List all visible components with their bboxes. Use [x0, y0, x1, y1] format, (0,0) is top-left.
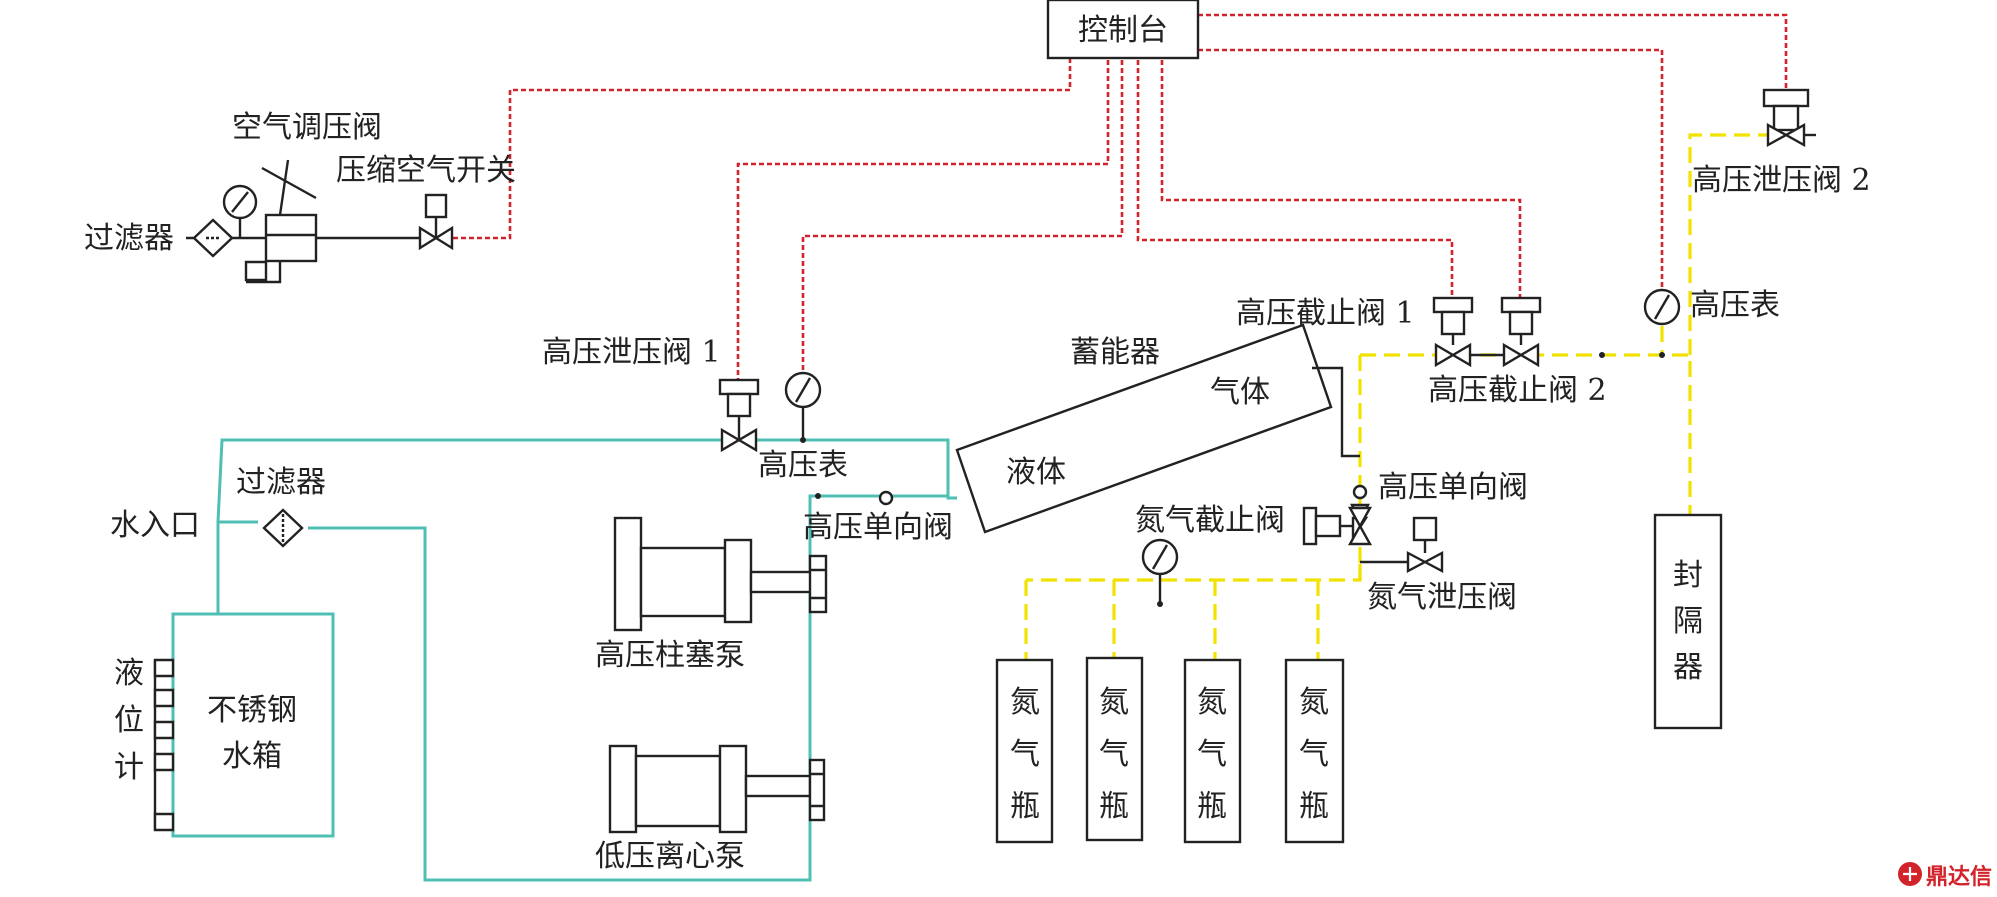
watermark-text: 鼎达信 [1926, 864, 1992, 890]
n2-shutoff-label: 氮气截止阀 [1135, 503, 1285, 538]
centrifugal-pump-label: 低压离心泵 [595, 839, 745, 874]
junction-dots [800, 352, 1665, 607]
plunger-pump-label: 高压柱塞泵 [595, 638, 745, 673]
water-inlet-label: 水入口 [110, 508, 200, 543]
hp-relief-2-label: 高压泄压阀 2 [1692, 163, 1871, 198]
n2-shutoff-valve: 氮气截止阀 [1135, 503, 1373, 546]
isolator-char-1: 封 [1673, 558, 1703, 593]
water-lines [171, 438, 957, 882]
n2-bottle-1-char-1: 氮 [1010, 685, 1040, 720]
hp-plunger-pump: 高压柱塞泵 [595, 516, 828, 673]
hp-check-valve-right: 高压单向阀 [1350, 470, 1528, 543]
n2-pressure-gauge [1141, 538, 1179, 604]
n2-bottle-4-char-3: 瓶 [1299, 789, 1329, 824]
hp-relief-valve-2: 高压泄压阀 2 [1692, 88, 1871, 198]
n2-bottle-2-char-3: 瓶 [1099, 789, 1129, 824]
water-filter-label: 过滤器 [236, 465, 326, 500]
hp-shutoff-valve-1: 高压截止阀 1 [1236, 296, 1474, 368]
accumulator-liquid-label: 液体 [1006, 455, 1066, 490]
n2-bottle-3-char-3: 瓶 [1197, 789, 1227, 824]
level-gauge-char-3: 计 [114, 750, 144, 785]
hp-relief-1-label: 高压泄压阀 1 [542, 335, 721, 370]
console-box: 控制台 [1046, 0, 1200, 60]
n2-bottle-1-char-2: 气 [1010, 737, 1040, 772]
n2-bottle-2-char-1: 氮 [1099, 685, 1129, 720]
hp-shutoff-2-label: 高压截止阀 2 [1428, 373, 1607, 408]
n2-relief-label: 氮气泄压阀 [1367, 580, 1517, 615]
isolator: 封 隔 器 [1653, 513, 1723, 730]
tank-label-line-2: 水箱 [222, 739, 282, 774]
n2-relief-valve: 氮气泄压阀 [1360, 516, 1517, 615]
lp-centrifugal-pump: 低压离心泵 [595, 744, 826, 874]
watermark-logo: 鼎达信 [1898, 862, 1992, 890]
n2-bottle-3-char-2: 气 [1197, 737, 1227, 772]
water-filter: 过滤器 [236, 465, 326, 548]
hp-check-valve-right-label: 高压单向阀 [1378, 470, 1528, 505]
stainless-water-tank: 不锈钢 水箱 [207, 693, 297, 774]
hp-relief-valve-1: 高压泄压阀 1 [542, 335, 760, 453]
n2-bottle-3-char-1: 氮 [1197, 685, 1227, 720]
compressed-air-switch-label: 压缩空气开关 [336, 153, 516, 188]
n2-bottle-2-char-2: 气 [1099, 737, 1129, 772]
hp-gauge-right-label: 高压表 [1690, 288, 1780, 323]
nitrogen-bottles: 氮 气 瓶 氮 气 瓶 氮 气 瓶 氮 气 瓶 [995, 656, 1345, 844]
isolator-char-2: 隔 [1673, 604, 1703, 639]
level-gauge-char-1: 液 [114, 656, 144, 691]
compressed-air-valve-icon [418, 225, 454, 251]
hp-gauge-left-label: 高压表 [758, 448, 848, 483]
level-gauge-char-2: 位 [114, 703, 144, 738]
n2-bottle-4-char-1: 氮 [1299, 685, 1329, 720]
hp-check-valve-left: 高压单向阀 [803, 490, 953, 545]
accumulator-gas-label: 气体 [1210, 375, 1270, 410]
air-filter-label: 过滤器 [84, 221, 174, 256]
air-regulator-body [264, 213, 318, 263]
accumulator-label: 蓄能器 [1070, 335, 1160, 370]
air-supply-section: 过滤器 空气调压阀 压缩空气开关 [84, 110, 516, 284]
hp-check-valve-left-label: 高压单向阀 [803, 510, 953, 545]
level-gauge: 液 位 计 [114, 656, 175, 832]
control-signal-lines [436, 13, 1788, 380]
hp-gauge-left: 高压表 [758, 371, 848, 483]
hp-gauge-right: 高压表 [1643, 288, 1780, 326]
accumulator: 蓄能器 气体 液体 [955, 323, 1360, 534]
hp-shutoff-1-label: 高压截止阀 1 [1236, 296, 1415, 331]
air-regulator-label: 空气调压阀 [232, 110, 382, 145]
hp-shutoff-valve-2: 高压截止阀 2 [1428, 296, 1607, 408]
n2-bottle-4-char-2: 气 [1299, 737, 1329, 772]
console-label: 控制台 [1078, 13, 1168, 48]
isolator-char-3: 器 [1673, 650, 1703, 685]
tank-label-line-1: 不锈钢 [207, 693, 297, 728]
n2-bottle-1-char-3: 瓶 [1010, 789, 1040, 824]
